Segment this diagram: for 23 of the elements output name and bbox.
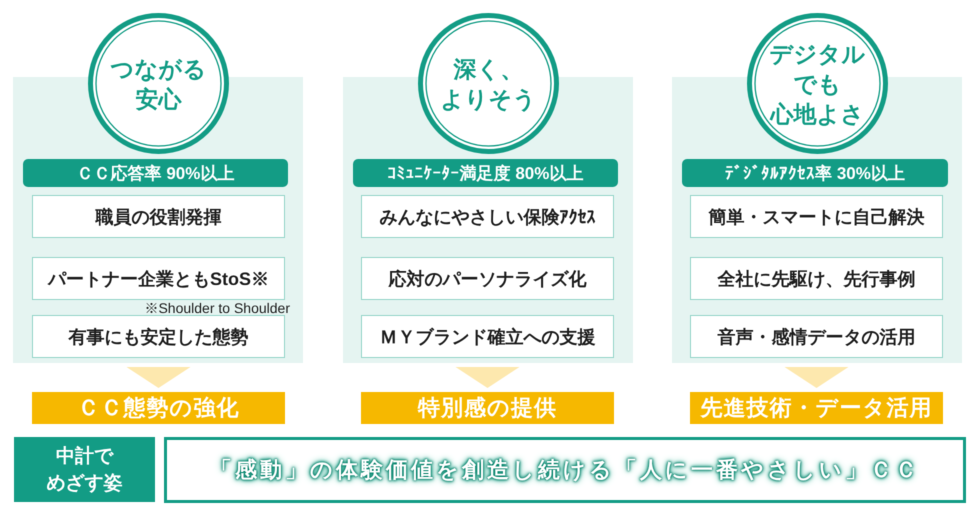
text-box: 簡単・スマートに自己解決 — [690, 195, 943, 238]
text-box: 全社に先駆け、先行事例 — [690, 257, 943, 300]
result-banner: ＣＣ態勢の強化 — [32, 392, 285, 424]
result-banner: 特別感の提供 — [361, 392, 614, 424]
result-banner: 先進技術・データ活用 — [690, 392, 943, 424]
metric-banner: ﾃﾞｼﾞﾀﾙｱｸｾｽ率 30%以上 — [682, 159, 948, 187]
text-box: 職員の役割発揮 — [32, 195, 285, 238]
text-box: ＭＹブランド確立への支援 — [361, 315, 614, 358]
text-box: パートナー企業ともStoS※ — [32, 257, 285, 300]
circle-badge: 深く、よりそう — [418, 13, 559, 154]
text-box: 有事にも安定した態勢 — [32, 315, 285, 358]
metric-banner: ｺﾐｭﾆｹｰﾀｰ満足度 80%以上 — [353, 159, 618, 187]
text-box: 応対のパーソナライズ化 — [361, 257, 614, 300]
chevron-arrow — [456, 367, 520, 388]
heading-box: 中計でめざす姿 — [14, 437, 155, 502]
chevron-arrow — [784, 367, 848, 388]
footnote: ※Shoulder to Shoulder — [144, 301, 290, 315]
statement-box: 「感動」の体験価値を創造し続ける「人に一番やさしい」ＣＣ — [164, 437, 966, 503]
metric-banner: ＣＣ応答率 90%以上 — [23, 159, 288, 187]
text-box: みんなにやさしい保険ｱｸｾｽ — [361, 195, 614, 238]
chevron-arrow — [126, 367, 190, 388]
circle-badge: つながる安心 — [88, 13, 229, 154]
text-box: 音声・感情データの活用 — [690, 315, 943, 358]
